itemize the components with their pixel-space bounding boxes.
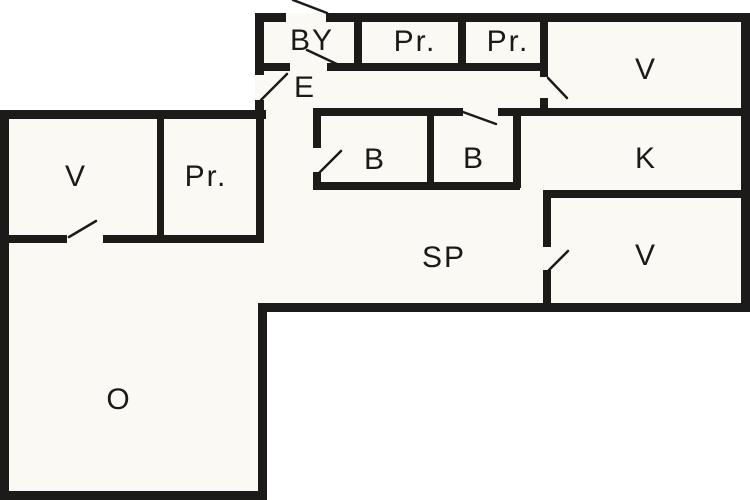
door-swing-v-top (546, 76, 569, 100)
exterior-wall-left (0, 110, 9, 500)
room-label-pr-top-2: Pr. (487, 25, 530, 58)
room-labels: BY Pr. Pr. V E V Pr. B B K SP V O (65, 24, 657, 416)
floor-middle-band (0, 110, 750, 312)
wall-b-right (513, 116, 521, 188)
exterior-wall-top-section-left-a (255, 13, 264, 75)
wall-left-section-divider (157, 119, 164, 235)
floor-top-strip (255, 13, 750, 110)
door-swing-v-left (67, 219, 98, 239)
door-swing-entrance (259, 72, 289, 102)
wall-e-top-a (263, 63, 290, 71)
door-swing-by-interior (305, 48, 343, 68)
wall-left-section-right (256, 115, 264, 242)
exterior-wall-o-right (258, 303, 267, 500)
wall-pr-pr-divider (458, 13, 466, 71)
door-swing-b-right (461, 110, 498, 126)
wall-left-section-bottom-a (0, 235, 67, 243)
wall-v-top-left-b (540, 98, 548, 110)
exterior-wall-top-b (326, 13, 750, 22)
exterior-wall-top-a (255, 13, 286, 22)
door-swing-v-bottom (547, 249, 570, 272)
wall-b-divider (427, 116, 434, 188)
room-label-o: O (106, 383, 131, 416)
room-label-b-right: B (463, 142, 485, 175)
room-label-k: K (635, 142, 657, 175)
wall-b-bottom (313, 182, 520, 190)
floor-bottom-left (0, 312, 267, 500)
door-swing-b-left (318, 149, 343, 174)
room-label-pr-top-1: Pr. (394, 25, 437, 58)
wall-by-pr-divider (354, 13, 362, 71)
wall-v-top-left-a (540, 13, 548, 77)
room-label-e-hall: E (294, 71, 316, 104)
wall-b-left-b (313, 172, 321, 188)
room-label-b-left: B (364, 143, 386, 176)
wall-v-bottom-left-a (543, 198, 551, 247)
walls (0, 13, 750, 500)
wall-v-bottom-left-b (543, 270, 551, 303)
room-label-pr-left: Pr. (185, 160, 228, 193)
wall-b-left-a (313, 116, 321, 148)
room-label-by: BY (290, 24, 334, 57)
exterior-wall-left-section-top (0, 110, 266, 119)
exterior-wall-bottom-right-section (258, 303, 750, 312)
floor-areas (0, 13, 750, 500)
exterior-wall-right (741, 13, 750, 312)
door-swings (67, 0, 570, 272)
wall-k-v-divider (543, 190, 750, 198)
wall-left-section-bottom-b (103, 235, 264, 243)
wall-e-top-b (327, 63, 543, 71)
exterior-wall-top-section-left-b (255, 100, 264, 115)
wall-b-k-top-a (313, 108, 463, 116)
door-swing-by-exterior (291, 0, 329, 15)
room-label-v-top-right: V (635, 53, 657, 86)
exterior-wall-bottom (0, 491, 267, 500)
room-label-v-left: V (65, 160, 87, 193)
wall-b-k-top-b (498, 108, 750, 116)
room-label-sp: SP (422, 241, 466, 274)
room-label-v-bottom-right: V (635, 239, 657, 272)
